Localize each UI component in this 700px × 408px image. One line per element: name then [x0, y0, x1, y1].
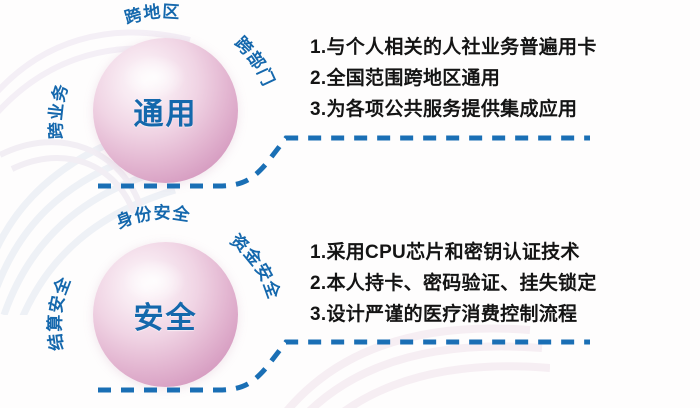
- ring-label-jiesuananquan: 结算安全: [44, 273, 74, 352]
- connector-path: [98, 135, 590, 189]
- bullet-number: 2.: [310, 67, 327, 89]
- bullet-number: 2.: [310, 272, 327, 294]
- ring-label-shenfenanquan: 身份安全: [113, 202, 192, 232]
- ring-label-kuadiqu: 跨地区: [122, 1, 180, 28]
- bullet-text: 为各项公共服务提供集成应用: [326, 98, 578, 120]
- sphere-label-tongyong: 通用: [133, 97, 198, 131]
- bullet-item: 2.全国范围跨地区通用: [310, 64, 690, 95]
- bullet-number: 1.: [310, 242, 327, 263]
- bullet-item: 3.为各项公共服务提供集成应用: [310, 95, 690, 126]
- bullet-item: 1.与个人相关的人社业务普遍用卡: [310, 33, 690, 64]
- ring-labels-anquan: 结算安全 身份安全 资金安全: [44, 202, 283, 352]
- bullet-list-anquan: 1.采用CPU芯片和密钥认证技术 2.本人持卡、密码验证、挂失锁定 3.设计严谨…: [310, 238, 690, 330]
- bullet-item: 1.采用CPU芯片和密钥认证技术: [310, 238, 690, 269]
- sphere-label-anquan: 安全: [133, 301, 198, 335]
- connector-path: [98, 339, 590, 393]
- bullet-number: 3.: [310, 98, 327, 120]
- bullet-number: 1.: [310, 37, 327, 58]
- bullet-text: 采用CPU芯片和密钥认证技术: [326, 242, 580, 263]
- ring-label-kuayewu: 跨业务: [46, 81, 72, 140]
- bullet-item: 2.本人持卡、密码验证、挂失锁定: [310, 269, 690, 300]
- bullet-text: 设计严谨的医疗消费控制流程: [326, 303, 578, 325]
- bullet-text: 本人持卡、密码验证、挂失锁定: [326, 272, 597, 294]
- group-anquan: 结算安全 身份安全 资金安全 安全 1.采用CPU芯片和密钥认证技术 2.: [0, 202, 700, 408]
- bullet-text: 全国范围跨地区通用: [326, 67, 501, 89]
- ring-labels-tongyong: 跨业务 跨地区 跨部门: [46, 1, 278, 140]
- bullet-number: 3.: [310, 303, 327, 325]
- bullet-item: 3.设计严谨的医疗消费控制流程: [310, 300, 690, 331]
- bullet-text: 与个人相关的人社业务普遍用卡: [326, 37, 597, 58]
- group-tongyong: 跨业务 跨地区 跨部门 通用 1.与个人相关的人社业务普遍用卡 2.全国范: [0, 0, 700, 200]
- bullet-list-tongyong: 1.与个人相关的人社业务普遍用卡 2.全国范围跨地区通用 3.为各项公共服务提供…: [310, 33, 690, 125]
- dashed-connector-anquan: [98, 339, 590, 393]
- dashed-connector-tongyong: [98, 135, 590, 189]
